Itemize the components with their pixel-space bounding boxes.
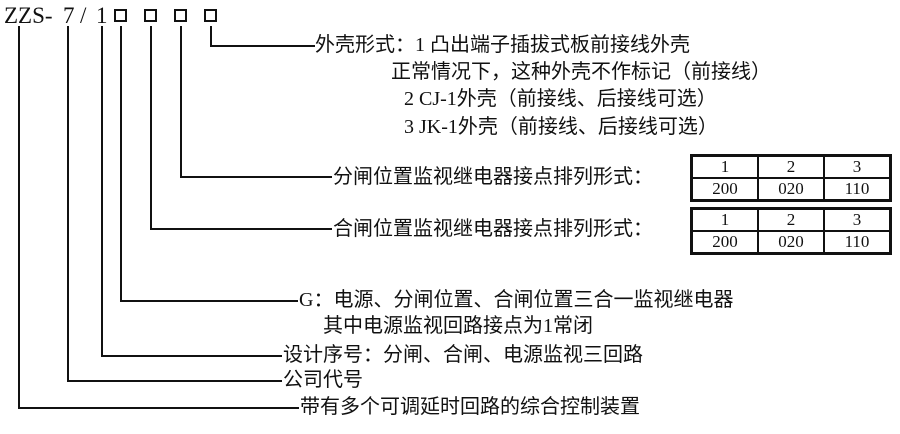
shell-type-line-1: 外壳形式：1 凸出端子插拔式板前接线外壳 [315,34,690,56]
table-cell: 2 [758,209,824,231]
table-cell: 200 [692,178,758,200]
g-function-line-2: 其中电源监视回路接点为1常闭 [323,315,593,337]
device-description-label: 带有多个可调延时回路的综合控制装置 [300,396,640,418]
option-box-2 [144,9,157,22]
model-design-digit: 1 [96,3,108,28]
table-cell: 2 [758,156,824,178]
table-cell: 020 [758,231,824,253]
opening-position-table: 1 2 3 200 020 110 [690,154,892,202]
table-cell: 110 [824,178,890,200]
option-box-1 [114,9,127,22]
leader-line-design-serial [101,26,282,357]
table-cell: 020 [758,178,824,200]
leader-line-shell-type [210,26,315,47]
model-separator: / [80,3,87,28]
model-company-digit: 7 [63,3,75,28]
g-function-line-1: G：电源、分闸位置、合闸位置三合一监视继电器 [299,289,734,311]
table-cell: 200 [692,231,758,253]
closing-position-table: 1 2 3 200 020 110 [690,207,892,255]
leader-line-opening-position [180,26,332,178]
company-code-label: 公司代号 [283,369,363,391]
leader-line-company-code [67,26,282,382]
leader-line-device-desc [18,26,299,409]
design-serial-label: 设计序号：分闸、合闸、电源监视三回路 [283,344,643,366]
table-cell: 1 [692,209,758,231]
option-box-4 [204,9,217,22]
shell-type-line-3: 2 CJ-1外壳（前接线、后接线可选） [404,88,717,110]
shell-type-line-4: 3 JK-1外壳（前接线、后接线可选） [404,116,718,138]
table-cell: 3 [824,156,890,178]
leader-line-g-function [120,26,298,302]
shell-type-line-2: 正常情况下，这种外壳不作标记（前接线） [391,61,771,83]
option-box-3 [174,9,187,22]
opening-position-label: 分闸位置监视继电器接点排列形式： [333,166,653,188]
table-cell: 110 [824,231,890,253]
closing-position-label: 合闸位置监视继电器接点排列形式： [333,218,653,240]
model-prefix: ZZS- [4,3,53,28]
table-cell: 1 [692,156,758,178]
leader-line-closing-position [150,26,332,230]
table-cell: 3 [824,209,890,231]
